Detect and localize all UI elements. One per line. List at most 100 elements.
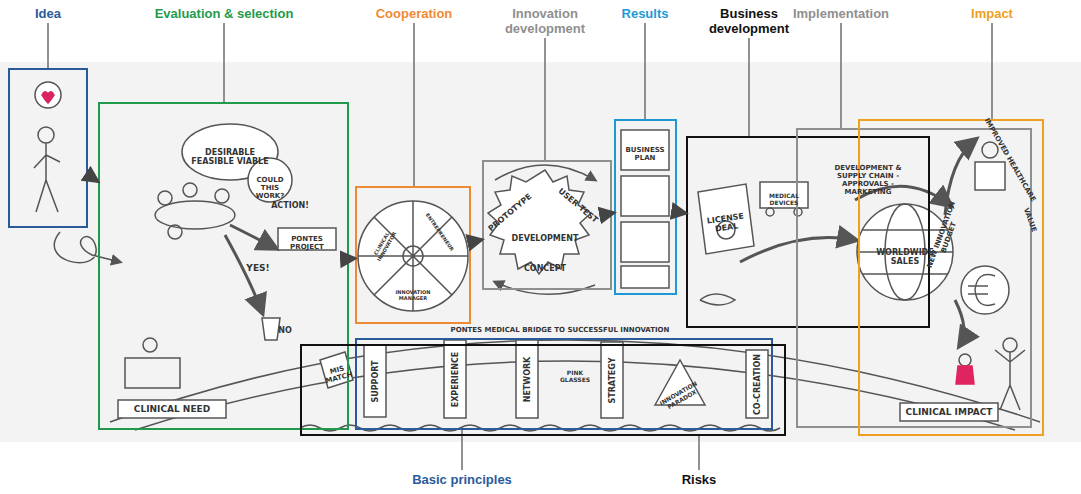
result-documents-part	[621, 266, 669, 288]
stage-heading: Risks	[659, 472, 739, 487]
leader-lines-part	[644, 23, 646, 119]
evaluation-sketch	[118, 124, 336, 418]
sketch-text: MIS MATCH	[321, 362, 354, 385]
leader-lines-part	[544, 38, 546, 160]
idea-person-part	[42, 92, 54, 103]
sketch-text: PONTES PROJECT	[279, 235, 335, 251]
evaluation-sketch-part	[183, 183, 197, 197]
flow-arrow	[349, 257, 355, 260]
evaluation-sketch-part	[225, 235, 262, 312]
stage-box: Basic principles	[355, 338, 773, 430]
leader-lines-part	[748, 38, 750, 136]
sketch-text: DEVELOPMENT & SUPPLY CHAIN - APPROVALS -…	[823, 164, 913, 196]
sketch-text: CO-CREATION	[753, 351, 762, 417]
impact-sketch-part	[1003, 338, 1017, 352]
sketch-text: CONCEPT	[515, 264, 575, 273]
sketch-text: USER TEST	[556, 185, 600, 224]
evaluation-sketch-part	[230, 225, 275, 248]
leader-lines-part	[47, 23, 49, 68]
sketch-text: EXPERIENCE	[451, 341, 460, 417]
leader-lines-part	[461, 430, 463, 470]
impact-sketch-part	[955, 300, 964, 345]
impact-sketch-part	[961, 266, 1009, 314]
idea-person-part	[54, 232, 120, 263]
flow-arrow	[612, 211, 614, 214]
cooperation-wheel-part	[358, 201, 468, 311]
business-sketch-part	[766, 208, 774, 216]
sketch-text: DESIRABLE FEASIBLE VIABLE	[190, 148, 270, 166]
evaluation-sketch-part	[158, 191, 172, 205]
idea-person	[34, 82, 120, 263]
impact-sketch-part	[975, 162, 1005, 190]
evaluation-sketch-part	[143, 338, 157, 352]
evaluation-sketch-part	[168, 225, 182, 239]
leader-lines-part	[991, 23, 993, 119]
bridge-sketch-part	[135, 361, 1015, 430]
evaluation-sketch-part	[278, 228, 336, 250]
result-documents	[621, 130, 669, 288]
development-cloud-part	[495, 165, 595, 180]
sketch-text: INNOVATION MANAGER	[388, 289, 438, 301]
sketch-text: DEVELOPMENT	[505, 234, 585, 243]
stage-heading: Idea	[18, 6, 78, 21]
evaluation-sketch-part	[215, 189, 229, 203]
stage-heading: Impact	[952, 6, 1032, 21]
bridge-sketch-part	[746, 350, 768, 418]
stage-box: Results	[614, 119, 677, 295]
sketch-text: NO	[270, 326, 300, 335]
flow-arrow	[471, 240, 482, 242]
evaluation-sketch-part	[125, 358, 180, 388]
stage-box: Implementation	[796, 128, 1032, 428]
result-documents-part	[621, 130, 669, 170]
impact-sketch-part	[995, 350, 1025, 410]
sketch-text: VALUE	[1019, 200, 1040, 240]
sketch-text: PINK GLASSES	[555, 369, 595, 383]
stage-heading: Evaluation & selection	[114, 6, 334, 21]
bridge-sketch-part	[444, 340, 466, 418]
flow-arrow	[677, 212, 686, 213]
leader-lines	[48, 23, 992, 470]
sketch-text: PONTES MEDICAL BRIDGE TO SUCCESSFUL INNO…	[410, 326, 710, 334]
evaluation-sketch-part	[118, 400, 226, 418]
idea-person-part	[34, 143, 60, 212]
business-sketch-part	[698, 184, 754, 254]
sketch-text: INNOVATION PARADOX	[655, 377, 705, 414]
evaluation-sketch-part	[262, 318, 280, 340]
stage-heading: Innovation development	[495, 6, 595, 36]
stage-heading: Results	[605, 6, 685, 21]
sketch-text: CLINICAL NEED	[117, 404, 227, 414]
sketch-text: CLINICAL IMPACT	[899, 407, 999, 417]
result-documents-part	[621, 222, 669, 262]
sketch-text: ACTION!	[265, 201, 315, 210]
stage-heading: Business development	[699, 6, 799, 36]
stage-box: Cooperation	[355, 186, 471, 324]
stage-heading: Cooperation	[359, 6, 469, 21]
business-sketch-part	[760, 182, 808, 208]
leader-lines-part	[413, 23, 415, 186]
sketch-text: SUPPORT	[371, 346, 380, 416]
business-sketch	[698, 182, 855, 305]
leader-lines-part	[223, 23, 225, 102]
sketch-text: NEW INNOVATION BUDGET	[924, 196, 966, 277]
sketch-text: CLINICAL INNOVATOR	[366, 220, 401, 269]
impact-sketch-part	[900, 403, 998, 421]
stage-heading: Basic principles	[387, 472, 537, 487]
sketch-text: COULD THIS WORK?	[250, 176, 290, 200]
impact-sketch-part	[956, 366, 974, 384]
bridge-sketch-part	[110, 340, 1040, 422]
sketch-text: LICENSE DEAL	[705, 211, 747, 234]
business-sketch-part	[700, 294, 735, 305]
leader-lines-part	[840, 23, 842, 128]
sketch-text: ENTREPRENEUR	[423, 210, 457, 254]
bridge-sketch-part	[364, 345, 386, 417]
idea-person-part	[35, 82, 61, 108]
bridge-sketch	[110, 340, 1040, 431]
impact-sketch	[900, 140, 1025, 421]
idea-person-part	[38, 127, 54, 143]
sketch-text: NETWORK	[523, 341, 532, 417]
development-cloud	[488, 165, 595, 294]
cooperation-wheel	[358, 201, 468, 311]
bridge-sketch-part	[516, 340, 538, 418]
